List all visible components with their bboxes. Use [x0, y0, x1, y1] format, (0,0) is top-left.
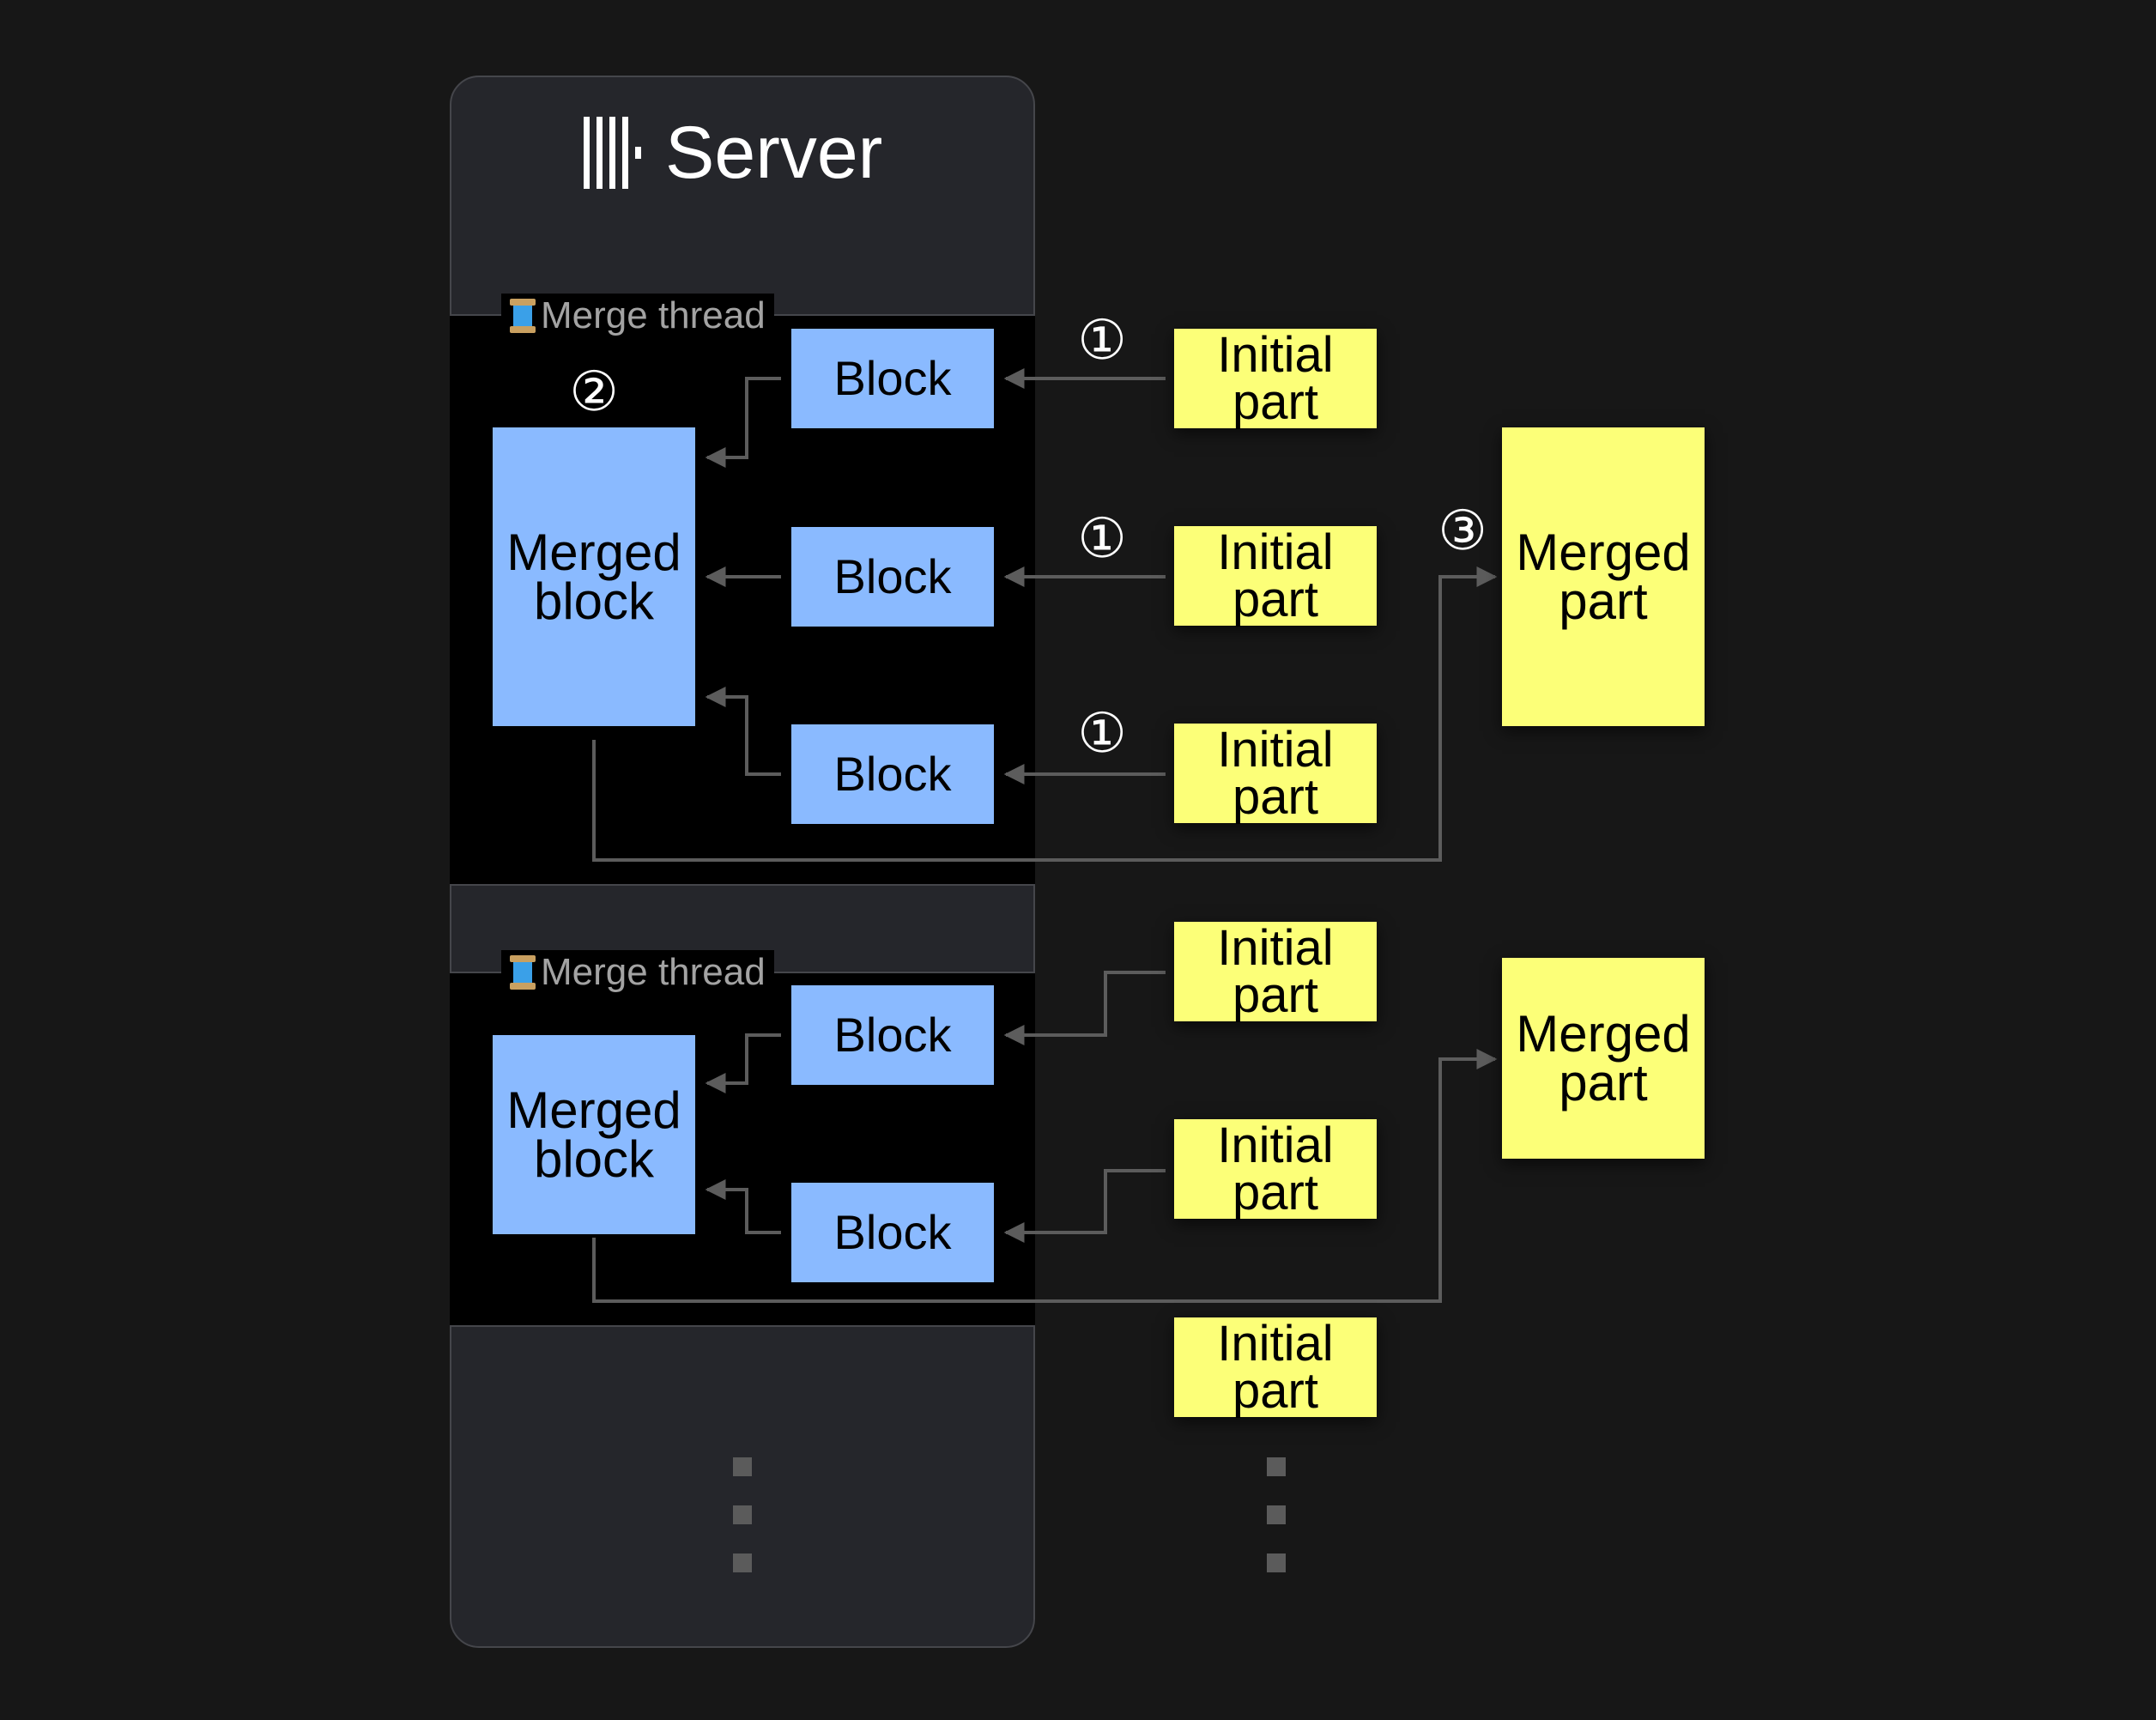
- block-3: Block: [791, 724, 994, 824]
- arrow-part-to-block-5: [1003, 1169, 1166, 1243]
- arrow-merged-block-to-merged-part-2: [592, 1049, 1498, 1303]
- block-5: Block: [791, 1183, 994, 1282]
- block-1: Block: [791, 329, 994, 428]
- ellipsis-dot: [1267, 1505, 1286, 1524]
- ellipsis-dot: [733, 1457, 752, 1476]
- spool-of-thread-icon: [510, 299, 536, 333]
- spool-of-thread-icon: [510, 955, 536, 990]
- arrow-block-to-merged-5: [705, 1179, 781, 1234]
- arrow-merged-block-to-merged-part-1: [592, 566, 1498, 862]
- arrow-block-to-merged-3: [705, 687, 781, 776]
- block-4: Block: [791, 985, 994, 1085]
- ellipsis-dot: [1267, 1457, 1286, 1476]
- block-2: Block: [791, 527, 994, 627]
- columns-logo-icon: [584, 117, 641, 189]
- step-3-marker: ③: [1438, 500, 1487, 561]
- step-2-marker: ②: [569, 360, 619, 422]
- merge-thread-1-label: Merge thread: [501, 294, 774, 338]
- arrow-block-to-merged-4: [705, 1033, 781, 1093]
- step-1-marker: ①: [1077, 309, 1127, 371]
- merge-thread-2-label: Merge thread: [501, 950, 774, 995]
- arrow-part-to-block-4: [1003, 971, 1166, 1045]
- ellipsis-dot: [1267, 1553, 1286, 1572]
- arrow-block-to-merged-1: [705, 377, 781, 468]
- server-title: Server: [665, 111, 883, 194]
- step-1-marker: ①: [1077, 507, 1127, 569]
- server-header: Server: [584, 110, 927, 196]
- ellipsis-dot: [733, 1553, 752, 1572]
- step-1-marker: ①: [1077, 702, 1127, 764]
- ellipsis-dot: [733, 1505, 752, 1524]
